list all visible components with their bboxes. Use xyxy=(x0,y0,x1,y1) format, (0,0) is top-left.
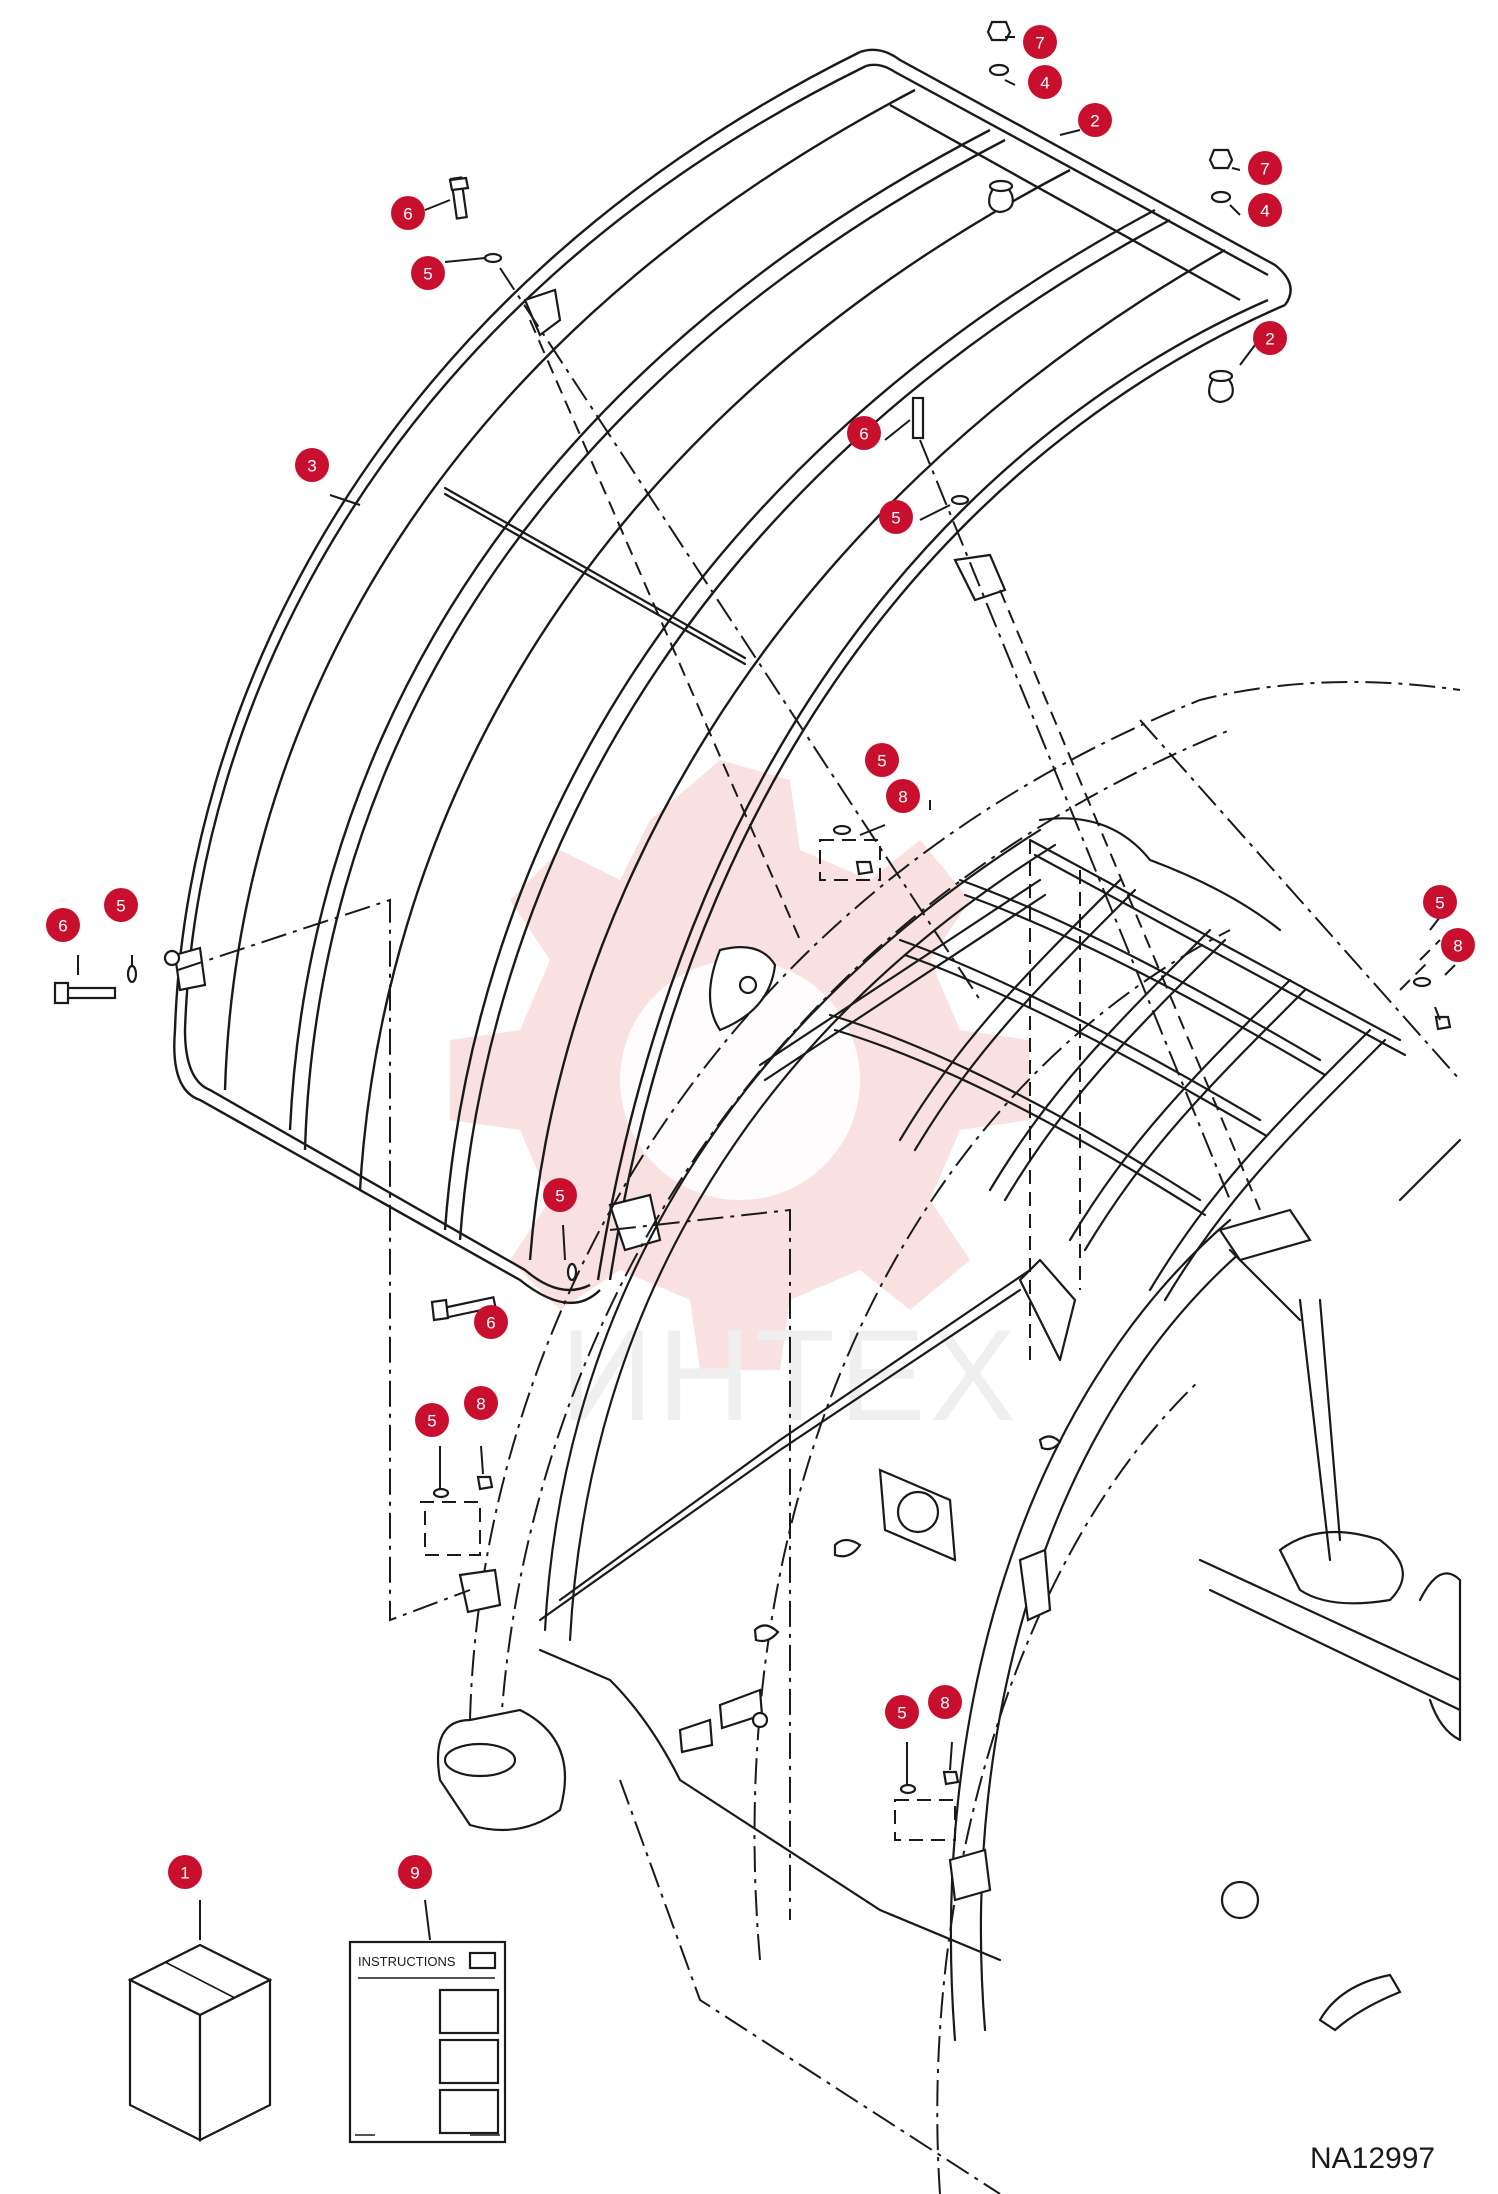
guard-bracket-side-left xyxy=(173,946,207,992)
svg-text:6: 6 xyxy=(58,917,67,936)
svg-text:4: 4 xyxy=(1260,202,1269,221)
svg-text:9: 9 xyxy=(410,1864,419,1883)
svg-text:5: 5 xyxy=(877,752,886,771)
callout-item-6: 6 xyxy=(46,908,80,942)
washer-2 xyxy=(1210,190,1232,204)
hex-bolt-1 xyxy=(986,20,1012,77)
floor-access-hole xyxy=(896,1490,940,1534)
watermark: ИНТЕХ xyxy=(450,760,1030,1448)
callout-item-7: 7 xyxy=(1248,151,1282,185)
washer-nut-set-b xyxy=(1412,976,1452,1031)
washer-nut-set-d xyxy=(899,1770,960,1795)
callout-item-9: 9 xyxy=(398,1855,432,1889)
floor-slot-3 xyxy=(753,1624,780,1643)
svg-text:8: 8 xyxy=(940,1694,949,1713)
watermark-gear-hole-icon xyxy=(620,960,860,1200)
callout-item-5: 5 xyxy=(865,743,899,777)
floor-grommet xyxy=(1220,1880,1260,1920)
svg-text:8: 8 xyxy=(898,788,907,807)
svg-text:5: 5 xyxy=(555,1187,564,1206)
long-bolt-1 xyxy=(448,176,503,264)
svg-text:3: 3 xyxy=(307,457,316,476)
hex-bolt-2 xyxy=(1208,148,1234,204)
floor-slot-1 xyxy=(833,1538,862,1558)
floor-handle xyxy=(1318,1973,1402,2032)
svg-text:7: 7 xyxy=(1260,160,1269,179)
guard-bracket-top-right xyxy=(953,553,1007,602)
callout-item-1: 1 xyxy=(168,1855,202,1889)
svg-text:1: 1 xyxy=(180,1864,189,1883)
svg-text:2: 2 xyxy=(1090,112,1099,131)
watermark-text: ИНТЕХ xyxy=(560,1302,1020,1448)
rubber-bumper-2 xyxy=(1208,369,1234,404)
svg-text:5: 5 xyxy=(891,509,900,528)
callout-item-4: 4 xyxy=(1248,193,1282,227)
long-bolt-2 xyxy=(911,396,970,506)
svg-text:4: 4 xyxy=(1040,74,1049,93)
callout-item-5: 5 xyxy=(543,1178,577,1212)
panel-switch-1 xyxy=(678,1718,714,1754)
callout-item-6: 6 xyxy=(847,416,881,450)
document-number: NA12997 xyxy=(1310,2142,1435,2175)
rops-mount-pad xyxy=(443,1742,517,1778)
washer-nut-set-c xyxy=(432,1475,494,1499)
instructions-label: INSTRUCTIONS xyxy=(358,1954,456,1969)
callout-item-5: 5 xyxy=(411,256,445,290)
svg-text:5: 5 xyxy=(116,897,125,916)
package-box-icon xyxy=(127,1943,273,2142)
side-bolt-bottom xyxy=(430,1262,578,1322)
callout-item-8: 8 xyxy=(886,779,920,813)
callout-item-5: 5 xyxy=(1423,885,1457,919)
svg-text:6: 6 xyxy=(403,205,412,224)
side-bolt-left xyxy=(53,949,181,1005)
callout-item-2: 2 xyxy=(1253,321,1287,355)
svg-text:5: 5 xyxy=(427,1412,436,1431)
svg-text:6: 6 xyxy=(486,1314,495,1333)
side-bracket-upper xyxy=(458,1568,502,1614)
side-bracket-lower xyxy=(948,1848,992,1902)
callout-item-8: 8 xyxy=(1441,928,1475,962)
assembly-leaders xyxy=(177,267,1441,1920)
svg-text:5: 5 xyxy=(423,265,432,284)
callout-stubs xyxy=(77,36,1456,1941)
washer-nut-set-a xyxy=(832,824,874,876)
callout-item-5: 5 xyxy=(885,1695,919,1729)
callout-item-3: 3 xyxy=(295,448,329,482)
callout-item-4: 4 xyxy=(1028,65,1062,99)
svg-text:8: 8 xyxy=(476,1395,485,1414)
roof-lattice xyxy=(708,817,1407,1362)
svg-text:6: 6 xyxy=(859,425,868,444)
svg-text:8: 8 xyxy=(1453,937,1462,956)
svg-text:7: 7 xyxy=(1035,34,1044,53)
callout-item-2: 2 xyxy=(1078,103,1112,137)
cab-frame xyxy=(436,681,1462,2194)
callout-item-8: 8 xyxy=(464,1386,498,1420)
guard-bracket-top-left xyxy=(523,288,562,337)
top-guard xyxy=(173,48,1292,1304)
callout-item-5: 5 xyxy=(879,500,913,534)
callout-item-8: 8 xyxy=(928,1685,962,1719)
instructions-sheet: INSTRUCTIONS xyxy=(348,1940,507,2144)
panel-knob xyxy=(751,1711,769,1729)
callout-item-7: 7 xyxy=(1023,25,1057,59)
right-upper-bracket xyxy=(1018,1548,1052,1622)
callout-item-5: 5 xyxy=(415,1403,449,1437)
callout-item-5: 5 xyxy=(104,888,138,922)
washer-1 xyxy=(988,63,1010,77)
callout-item-6: 6 xyxy=(474,1305,508,1339)
svg-text:5: 5 xyxy=(897,1704,906,1723)
roof-bracket-right xyxy=(1218,1208,1312,1262)
callout-item-6: 6 xyxy=(391,196,425,230)
watermark-gear-icon xyxy=(450,760,1030,1370)
svg-text:2: 2 xyxy=(1265,330,1274,349)
svg-text:5: 5 xyxy=(1435,894,1444,913)
floor-slot-2 xyxy=(1038,1435,1062,1451)
rubber-bumper-1 xyxy=(988,179,1014,214)
